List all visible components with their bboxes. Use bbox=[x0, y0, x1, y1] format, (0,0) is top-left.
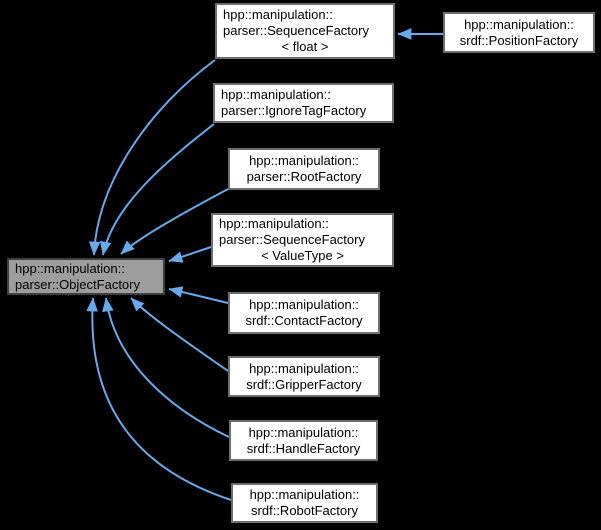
node-label-line: < float > bbox=[281, 39, 329, 54]
inheritance-arrow-sequencefactory-valuetype-to-objectfactory bbox=[168, 246, 212, 263]
node-handle-factory[interactable]: hpp::manipulation:: srdf::HandleFactory bbox=[229, 420, 378, 461]
node-label-line: hpp::manipulation:: bbox=[219, 216, 329, 231]
inheritance-arrow-ignoretagfactory-to-objectfactory bbox=[99, 123, 215, 256]
node-label-line: < ValueType > bbox=[261, 248, 344, 263]
node-label-line: srdf::RobotFactory bbox=[251, 503, 358, 518]
node-label-line: parser::SequenceFactory bbox=[219, 232, 365, 247]
node-label-line: parser::IgnoreTagFactory bbox=[221, 103, 367, 118]
node-label-line: hpp::manipulation:: bbox=[223, 7, 333, 22]
node-sequence-factory-valuetype[interactable]: hpp::manipulation:: parser::SequenceFact… bbox=[211, 213, 394, 267]
node-label-line: srdf::HandleFactory bbox=[246, 440, 361, 456]
node-label-line: srdf::ContactFactory bbox=[245, 313, 363, 328]
node-contact-factory[interactable]: hpp::manipulation:: srdf::ContactFactory bbox=[228, 292, 380, 334]
node-label-line: parser::RootFactory bbox=[246, 169, 362, 184]
node-label-line: hpp::manipulation:: bbox=[249, 297, 359, 312]
node-label-line: hpp::manipulation:: bbox=[15, 260, 125, 276]
node-label-line: hpp::manipulation:: bbox=[464, 16, 574, 32]
node-label-line: srdf::GripperFactory bbox=[246, 376, 362, 392]
node-label-line: hpp::manipulation:: bbox=[249, 487, 360, 502]
inheritance-arrow-robotfactory-to-objectfactory bbox=[86, 297, 232, 501]
inheritance-arrow-gripperfactory-to-objectfactory bbox=[130, 297, 229, 372]
inheritance-arrow-sequencefactory-float-to-objectfactory bbox=[88, 59, 216, 256]
node-label-line: srdf::PositionFactory bbox=[459, 32, 579, 48]
node-label-line: parser::ObjectFactory bbox=[15, 276, 140, 292]
inheritance-arrow-rootfactory-to-objectfactory bbox=[120, 188, 229, 255]
inheritance-arrow-handlefactory-to-objectfactory bbox=[102, 297, 230, 438]
node-robot-factory[interactable]: hpp::manipulation:: srdf::RobotFactory bbox=[231, 483, 378, 523]
node-label-line: hpp::manipulation:: bbox=[249, 153, 359, 168]
node-label-line: hpp::manipulation:: bbox=[248, 424, 359, 440]
node-position-factory[interactable]: hpp::manipulation:: srdf::PositionFactor… bbox=[443, 12, 595, 53]
node-object-factory[interactable]: hpp::manipulation:: parser::ObjectFactor… bbox=[7, 258, 165, 295]
inheritance-arrow-contactfactory-to-objectfactory bbox=[168, 286, 229, 304]
node-label-line: hpp::manipulation:: bbox=[221, 87, 331, 102]
node-label-line: parser::SequenceFactory bbox=[223, 23, 369, 38]
node-ignore-tag-factory[interactable]: hpp::manipulation:: parser::IgnoreTagFac… bbox=[213, 83, 394, 123]
node-label-line: hpp::manipulation:: bbox=[249, 360, 359, 376]
node-gripper-factory[interactable]: hpp::manipulation:: srdf::GripperFactory bbox=[228, 356, 380, 397]
node-root-factory[interactable]: hpp::manipulation:: parser::RootFactory bbox=[228, 148, 380, 190]
node-sequence-factory-float[interactable]: hpp::manipulation:: parser::SequenceFact… bbox=[215, 3, 395, 59]
